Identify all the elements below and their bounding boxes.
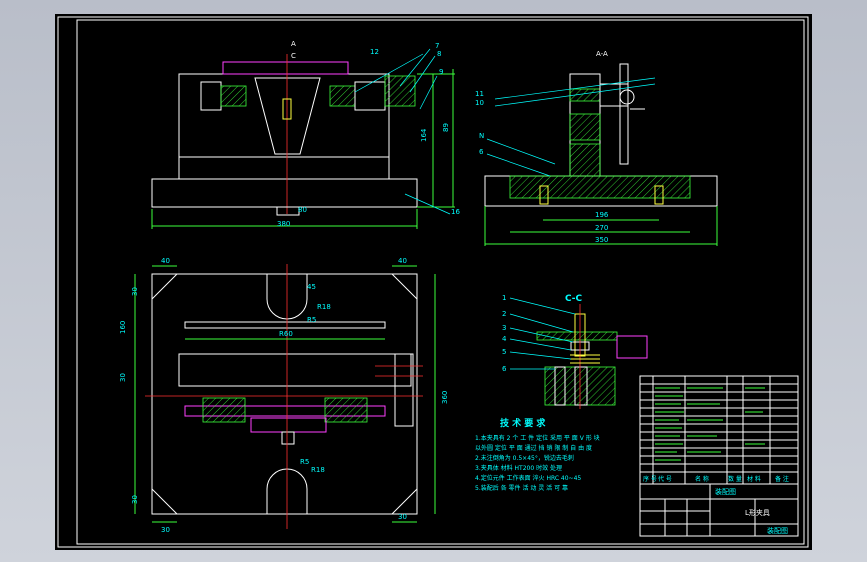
dim-front-1: 7	[435, 42, 439, 50]
part-2: 2	[502, 310, 506, 318]
dim-plan-1: 30	[131, 287, 139, 296]
outer-border	[57, 16, 809, 548]
dim-plan-8: 30	[119, 373, 127, 382]
dim-side-3: 6	[479, 148, 484, 156]
dim-plan-9: 360	[441, 391, 449, 404]
part-3: 3	[502, 324, 506, 332]
part-4: 4	[502, 335, 507, 343]
tech-line-3: 2.未注倒角为 0.5×45°，锐边去毛刺	[475, 454, 574, 462]
title-block-label: 装配图	[715, 487, 736, 496]
dim-side-5: 270	[595, 224, 608, 232]
dim-plan-3: 45	[307, 283, 316, 291]
bom-col-1: 代 号	[658, 475, 672, 483]
dim-plan-14: 30	[161, 526, 170, 534]
dim-side-2: N	[479, 132, 484, 140]
tech-requirements: 技 术 要 求 1.本夹具有 2 个 工 件 定位 采用 平 面 V 形 块 以…	[475, 417, 600, 492]
dim-front-6: 16	[451, 208, 460, 216]
section-parts: 1 2 3 4 5 6	[502, 294, 507, 373]
dim-side-0: 11	[475, 90, 484, 98]
tech-title: 技 术 要 求	[500, 417, 546, 429]
dim-plan-4: R18	[317, 303, 331, 311]
title-block-title: L形夹具	[745, 508, 770, 517]
dim-front-3: 9	[439, 68, 443, 76]
side-view-dims: 11 10 N 6 196 270 350 A-A	[475, 50, 609, 244]
dim-plan-0: 40	[161, 257, 170, 265]
side-view	[484, 63, 718, 246]
dim-front-2: 8	[437, 50, 441, 58]
bom-col-5: 备 注	[775, 475, 789, 483]
drawing-sheet: 12 7 8 9 164 89 16 80 380 A C 11	[55, 14, 812, 550]
part-6: 6	[502, 365, 507, 373]
drawing-canvas: 12 7 8 9 164 89 16 80 380 A C 11	[57, 16, 809, 548]
bom-table: 序 号 代 号 名 称 数 量 材 料 备 注	[639, 375, 799, 485]
part-5: 5	[502, 348, 506, 356]
mark-aa: A-A	[596, 50, 608, 58]
tech-line-4: 3.夹具体 材料 HT200 时效 处理	[475, 464, 562, 472]
front-view	[151, 48, 455, 229]
dim-plan-12: R18	[311, 466, 325, 474]
dim-plan-11: R5	[300, 458, 309, 466]
section-title: C-C	[565, 294, 583, 304]
tech-line-1: 1.本夹具有 2 个 工 件 定位 采用 平 面 V 形 块	[475, 434, 600, 442]
dim-plan-2: 40	[398, 257, 407, 265]
dim-front-5: 89	[442, 123, 450, 132]
bom-col-0: 序 号	[643, 475, 657, 483]
mark-c: C	[291, 52, 296, 60]
dim-side-4: 196	[595, 211, 609, 219]
tech-line-5: 4.定位元件 工作表面 淬火 HRC 40~45	[475, 474, 581, 482]
dim-side-1: 10	[475, 99, 484, 107]
dim-plan-5: R5	[307, 316, 316, 324]
dim-plan-13: 30	[131, 495, 139, 504]
tech-line-2: 以外圆 定位 平 面 通过 挡 销 限 制 自 由 度	[475, 444, 592, 452]
title-block: L形夹具 装配图 装配图	[639, 483, 799, 537]
dim-plan-10: 30	[398, 513, 407, 521]
dim-front-4: 164	[420, 128, 428, 142]
dim-front-0: 12	[370, 48, 379, 56]
bom-col-2: 名 称	[695, 475, 709, 483]
bom-col-4: 材 料	[747, 475, 761, 483]
section-cc: C-C	[509, 294, 648, 409]
part-1: 1	[502, 294, 506, 302]
dim-plan-6: R60	[279, 330, 293, 338]
dim-side-6: 350	[595, 236, 608, 244]
tech-line-6: 5.装配后 各 零件 活 动 灵 活 可 靠	[475, 484, 568, 492]
plan-view-dims: 40 30 40 45 R18 R5 R60 160 30 360 30 R5 …	[119, 257, 449, 534]
plan-view	[134, 264, 436, 529]
dim-front-7: 80	[298, 206, 307, 214]
bom-col-3: 数 量	[728, 475, 742, 483]
title-block-sub: 装配图	[767, 526, 788, 535]
dim-plan-7: 160	[119, 321, 127, 334]
front-view-dims: 12 7 8 9 164 89 16 80 380 A C	[277, 40, 460, 228]
mark-a: A	[291, 40, 296, 48]
dim-front-8: 380	[277, 220, 290, 228]
inner-border	[76, 19, 805, 545]
